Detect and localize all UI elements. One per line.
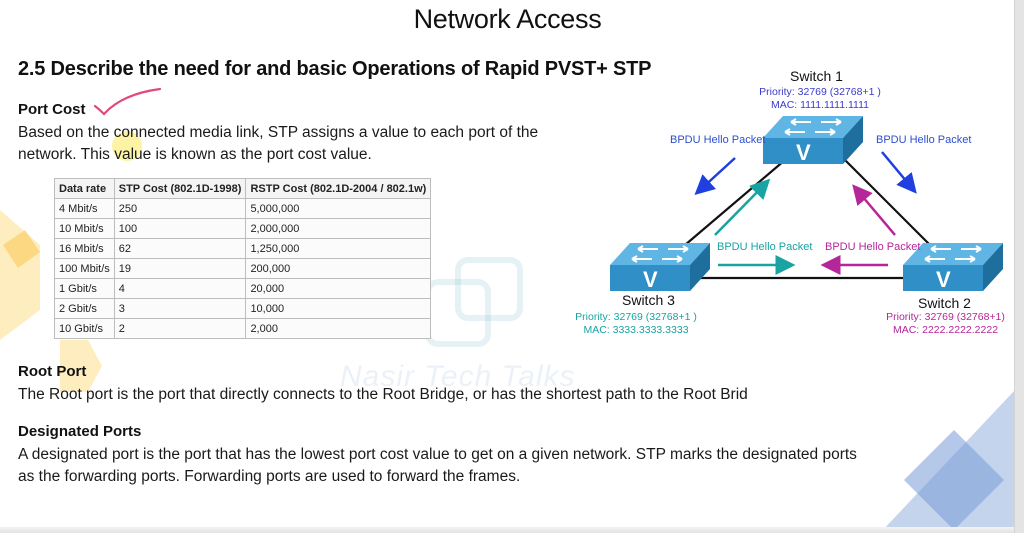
bpdu-label-s1-left: BPDU Hello Packet <box>670 134 766 146</box>
switch3-mac: MAC: 3333.3333.3333 <box>583 324 689 336</box>
table-cell: 100 <box>113 218 247 239</box>
table-cell: 1 Gbit/s <box>54 278 115 299</box>
table-cell: 4 Mbit/s <box>54 198 115 219</box>
switch3-info: Priority: 32769 (32768+1 ) MAC: 3333.333… <box>566 311 706 337</box>
yellow-shape <box>60 340 102 392</box>
table-cell: 10 Mbit/s <box>54 218 115 239</box>
switch1-v-glyph: V <box>796 140 811 165</box>
table-cell: 4 <box>113 278 247 299</box>
root-port-heading: Root Port <box>18 363 87 380</box>
slide-title: Network Access <box>413 4 602 34</box>
arrow-s2-to-s1-magenta <box>852 184 896 236</box>
switch2-icon <box>903 243 1003 291</box>
table-cell: 200,000 <box>245 258 432 279</box>
table-cell: 1,250,000 <box>245 238 432 259</box>
switch3-priority: Priority: 32769 (32768+1 ) <box>575 311 697 323</box>
table-cell: 20,000 <box>245 278 432 299</box>
switch2-v-glyph: V <box>936 267 951 292</box>
stp-topology-diagram: V V V Switch 1 Priority: 32769 (32768+1 … <box>560 60 1015 345</box>
bpdu-label-s3: BPDU Hello Packet <box>717 241 813 253</box>
table-cell: 16 Mbit/s <box>54 238 115 259</box>
root-port-text: The Root port is the port that directly … <box>18 386 748 403</box>
table-cell: 2 Gbit/s <box>54 298 115 319</box>
switch1-info: Priority: 32769 (32768+1 ) MAC: 1111.111… <box>750 86 890 112</box>
table-cell: 62 <box>113 238 247 259</box>
right-scrollbar-strip <box>1014 0 1024 533</box>
decorative-blue-shapes <box>880 390 1015 533</box>
bpdu-label-s2: BPDU Hello Packet <box>825 241 921 253</box>
blue-diamond-shape <box>904 430 1004 530</box>
table-cell: 5,000,000 <box>245 198 432 219</box>
designated-ports-heading: Designated Ports <box>18 423 142 440</box>
table-cell: 250 <box>113 198 247 219</box>
switch2-name: Switch 2 <box>918 295 971 311</box>
table-cell: 2 <box>113 318 247 339</box>
switch3-icon <box>610 243 710 291</box>
table-cell: 2,000,000 <box>245 218 432 239</box>
switch1-priority: Priority: 32769 (32768+1 ) <box>759 86 881 98</box>
link-switch1-switch3 <box>684 159 786 246</box>
bpdu-label-s1-right: BPDU Hello Packet <box>876 134 972 146</box>
checkmark-annotation-icon <box>93 87 162 116</box>
table-cell: 3 <box>113 298 247 319</box>
table-header-row: Data rate STP Cost (802.1D-1998) RSTP Co… <box>54 178 432 199</box>
port-cost-text-line1: Based on the connected media link, STP a… <box>18 124 539 141</box>
column-header: STP Cost (802.1D-1998) <box>113 178 247 199</box>
switch1-name: Switch 1 <box>790 68 843 84</box>
table-cell: 10,000 <box>245 298 432 319</box>
column-header: RSTP Cost (802.1D-2004 / 802.1w) <box>245 178 432 199</box>
arrow-s1-to-s2-blue <box>881 151 917 194</box>
decorative-yellow-small <box>60 340 102 392</box>
arrow-s3-to-s1-teal <box>714 178 771 236</box>
switch3-v-glyph: V <box>643 267 658 292</box>
designated-ports-text-line2: as the forwarding ports. Forwarding port… <box>18 468 521 485</box>
designated-ports-text-line1: A designated port is the port that has t… <box>18 446 857 463</box>
yellow-hexagon-shape <box>0 210 40 340</box>
section-subtitle: 2.5 Describe the need for and basic Oper… <box>18 58 652 80</box>
switch2-mac: MAC: 2222.2222.2222 <box>892 324 999 336</box>
port-cost-text-line2: network. This value is known as the port… <box>18 146 372 163</box>
switch3-name: Switch 3 <box>622 292 675 308</box>
switch1-mac: MAC: 1111.1111.1111 <box>770 99 870 111</box>
port-cost-heading: Port Cost <box>18 101 86 118</box>
pen-cursor-highlight <box>112 131 142 161</box>
bottom-edge <box>0 527 1015 533</box>
switch2-info: Priority: 32769 (32768+1) MAC: 2222.2222… <box>878 311 1013 337</box>
watermark-logo-icon <box>425 257 523 347</box>
link-switch1-switch2 <box>844 159 931 246</box>
diagram-graphics <box>610 116 1003 291</box>
column-header: Data rate <box>54 178 115 199</box>
table-cell: 2,000 <box>245 318 432 339</box>
switch2-priority: Priority: 32769 (32768+1) <box>886 311 1005 323</box>
arrow-s1-to-s3-blue <box>694 157 736 196</box>
table-cell: 100 Mbit/s <box>54 258 115 279</box>
watermark-text: Nasir Tech Talks <box>340 360 576 393</box>
decorative-yellow-shapes <box>0 210 40 340</box>
yellow-diamond-shape <box>3 230 40 268</box>
table-cell: 10 Gbit/s <box>54 318 115 339</box>
port-cost-table: Data rate STP Cost (802.1D-1998) RSTP Co… <box>54 178 432 339</box>
switch1-icon <box>763 116 863 164</box>
table-cell: 19 <box>113 258 247 279</box>
